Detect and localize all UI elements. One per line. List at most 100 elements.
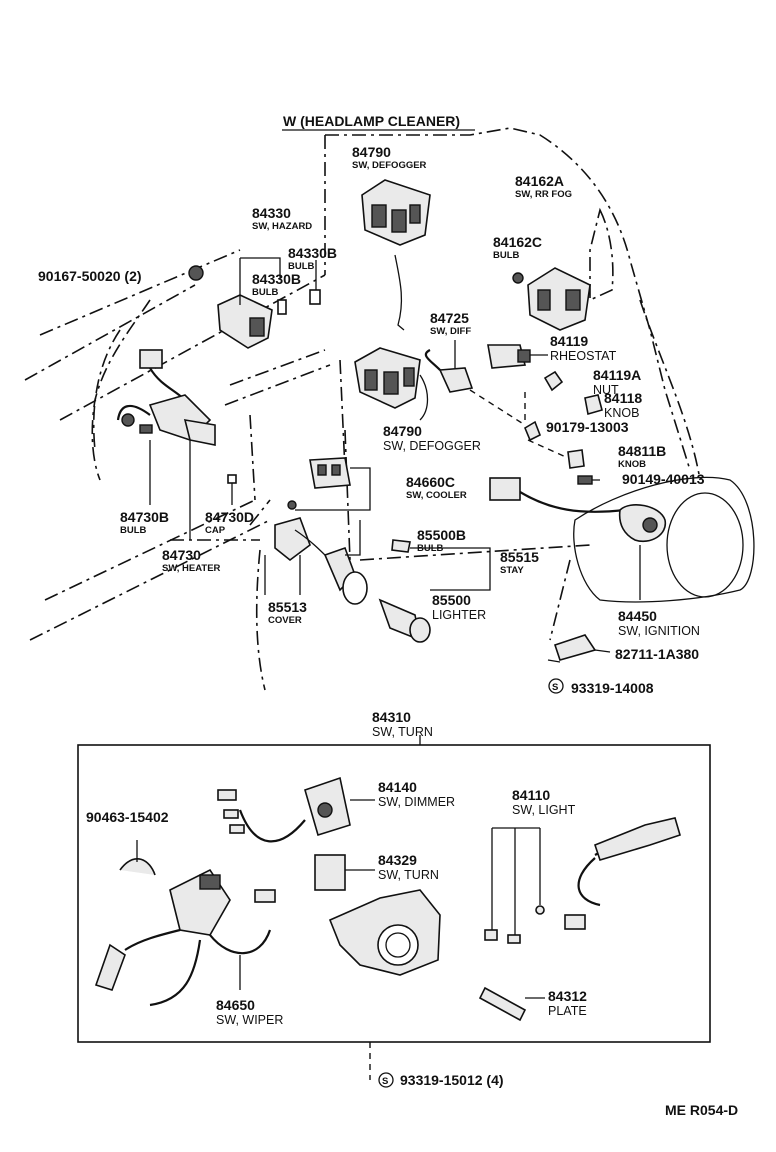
part-number: 84110 [512,787,550,803]
header-text: W (HEADLAMP CLEANER) [283,113,460,129]
part-description: RHEOSTAT [550,349,617,363]
part-number: 84162A [515,173,564,189]
diff-switch [424,340,526,426]
part-number: 84450 [618,608,657,624]
part-number: 84312 [548,988,587,1004]
light-switch [484,817,681,944]
part-description: BULB [417,543,444,554]
part-description: SW, TURN [372,725,433,739]
hazard-switch [188,257,321,349]
part-description: PLATE [548,1004,587,1018]
defogger-switch-center [354,347,429,421]
part-number: 84162C [493,234,542,250]
part-number: 84725 [430,310,469,326]
label-p82711: 82711-1A380 [615,646,699,662]
dashboard-outline [24,127,701,691]
part-description: KNOB [618,459,646,470]
screw-marks: S S [378,678,564,1088]
part-number: 85515 [500,549,539,565]
part-number: 85513 [268,599,307,615]
footer-code: ME R054-D [665,1102,738,1118]
part-description: SW, DIFF [430,326,471,337]
part-number: 84730B [120,509,169,525]
ignition-switch [489,477,666,600]
part-description: SW, IGNITION [618,624,700,638]
rheostat [487,344,603,485]
cooler-switch [287,457,371,511]
part-number: 85500 [432,592,471,608]
defogger-switch-top [361,179,431,331]
part-number: 90149-40013 [622,471,705,487]
label-p90179: 90179-13003 [546,419,629,435]
part-number: 84790 [383,423,422,439]
label-p93319b: 93319-15012 (4) [400,1072,504,1088]
part-description: BULB [288,261,315,272]
part-number: 84329 [378,852,417,868]
bracket [547,634,611,663]
part-description: STAY [500,565,524,576]
ignition-housing [573,476,755,603]
label-p90149: 90149-40013 [622,471,705,487]
part-description: SW, RR FOG [515,189,572,200]
part-number: 84811B [618,443,666,459]
part-description: SW, WIPER [216,1013,283,1027]
label-p90463: 90463-15402 [86,809,169,825]
part-description: SW, HAZARD [252,221,312,232]
part-number: 84660C [406,474,455,490]
part-description: NUT [593,383,619,397]
part-description: SW, DIMMER [378,795,455,809]
rr-fog-switch [512,267,591,331]
part-number: 93319-14008 [571,680,654,696]
plate [478,986,545,1022]
part-number: 84310 [372,709,411,725]
part-number: 93319-15012 (4) [400,1072,504,1088]
part-description: COVER [268,615,302,626]
part-number: 84140 [378,779,417,795]
heater-switch [116,349,237,540]
part-number: 84118 [604,390,642,406]
part-number: 90463-15402 [86,809,169,825]
part-number: 84330 [252,205,291,221]
wiper-switch [94,840,276,1007]
label-p93319a: 93319-14008 [571,680,654,696]
part-description: SW, DEFOGGER [352,160,427,171]
part-description: SW, COOLER [406,490,467,501]
part-description: KNOB [604,406,639,420]
part-description: BULB [120,525,147,536]
dimmer-switch [217,776,375,843]
part-description: SW, LIGHT [512,803,576,817]
part-number: 90167-50020 (2) [38,268,142,284]
lighter [264,517,491,643]
turn-switch-body [314,854,441,976]
part-description: BULB [493,250,520,261]
part-description: BULB [252,287,279,298]
part-description: LIGHTER [432,608,486,622]
part-description: CAP [205,525,226,536]
